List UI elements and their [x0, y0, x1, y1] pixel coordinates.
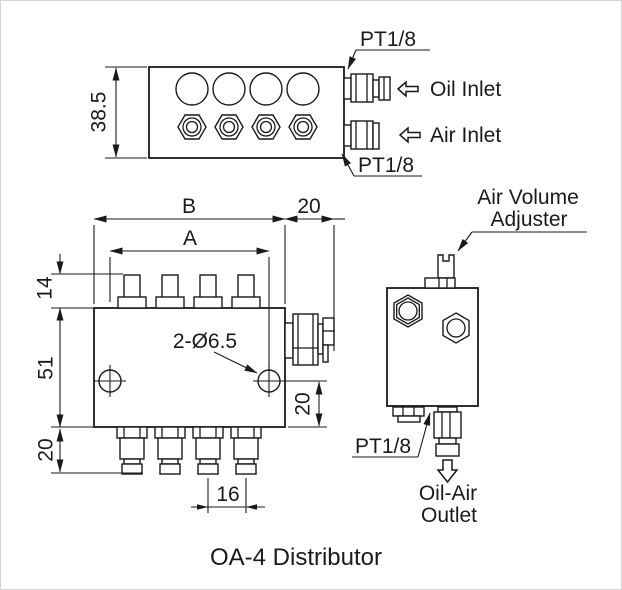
stud [193, 274, 223, 309]
oil-inlet-direction-arrow-icon [396, 80, 419, 98]
dim-a-label: A [183, 227, 197, 250]
dim-hole-offset-label: 20 [292, 392, 315, 415]
side-view: Air Volume Adjuster PT1/8 Oil-Air Outlet [352, 186, 587, 527]
air-inlet-fitting [343, 120, 380, 150]
dim-outlet-height-label: 20 [35, 438, 58, 461]
air-volume-adjuster [424, 254, 456, 289]
front-view-body [93, 307, 286, 428]
outlet-fitting [116, 426, 148, 475]
dim-body-height-label: 51 [35, 356, 58, 379]
hex-nuts-top-view [177, 114, 318, 140]
side-hex-nut [442, 312, 470, 344]
outlet-label-line2: Outlet [421, 504, 477, 527]
dims-left-stack: 14 51 20 [34, 254, 143, 474]
front-view: B 20 A 14 51 20 [34, 195, 345, 513]
hex-nut [251, 114, 281, 140]
outlet-direction-arrow-icon [436, 459, 459, 484]
oil-inlet-fitting [343, 73, 391, 103]
oil-air-outlet-fitting [433, 406, 462, 457]
dim-16-pitch: 16 [191, 478, 265, 513]
hex-nut [214, 114, 244, 140]
plug-hole [249, 72, 283, 106]
pt18-bottom-label: PT1/8 [341, 153, 422, 177]
dim-b-label: B [182, 195, 196, 218]
side-bottom-fitting [392, 406, 425, 423]
top-studs [117, 274, 261, 309]
side-pt18-callout: PT1/8 [352, 412, 431, 458]
plug-hole [286, 72, 320, 106]
stud [117, 274, 147, 309]
side-fitting [284, 313, 335, 366]
holes-note: 2-Ø6.5 [173, 330, 258, 374]
dim-stud-height-label: 14 [34, 276, 57, 300]
adjuster-callout: Air Volume Adjuster [457, 186, 587, 252]
stud [155, 274, 185, 309]
outlet-label-line1: Oil-Air [419, 482, 477, 505]
plug-hole [175, 72, 209, 106]
pt18-top-text: PT1/8 [360, 28, 416, 51]
air-inlet-label: Air Inlet [430, 124, 501, 147]
dim-depth-label: 38.5 [88, 92, 111, 133]
plug-holes [175, 72, 320, 106]
dim-20-projection: 20 [284, 195, 345, 351]
dim-pitch-label: 16 [216, 483, 239, 506]
stud [231, 274, 261, 309]
dim-b: B [93, 195, 286, 304]
pt18-top-label: PT1/8 [347, 28, 430, 70]
dim-a: A [109, 227, 270, 368]
outlet-fittings [116, 426, 262, 475]
outlet-fitting [154, 426, 186, 475]
oil-inlet-label: Oil Inlet [430, 78, 501, 101]
air-inlet-direction-arrow-icon [398, 126, 421, 144]
top-view: 38.5 PT1/8 PT1/8 Oil Inlet Air Inlet [88, 28, 502, 177]
outlet-fitting [230, 426, 262, 475]
outlet-fitting [192, 426, 224, 475]
hex-nut [288, 114, 318, 140]
holes-note-label: 2-Ø6.5 [173, 330, 237, 353]
hex-nut [177, 114, 207, 140]
plug-hole [212, 72, 246, 106]
side-hex-nut [393, 294, 423, 328]
drawing-title: OA-4 Distributor [210, 544, 382, 571]
side-pt18-text: PT1/8 [355, 435, 411, 458]
adjuster-label-line2: Adjuster [490, 208, 567, 231]
dim-projection-label: 20 [297, 195, 320, 218]
adjuster-label-line1: Air Volume [477, 186, 579, 209]
mounting-holes [94, 365, 285, 397]
dim-38-5: 38.5 [88, 66, 147, 159]
pt18-bottom-text: PT1/8 [358, 154, 414, 177]
dim-20-hole-offset: 20 [283, 380, 327, 428]
